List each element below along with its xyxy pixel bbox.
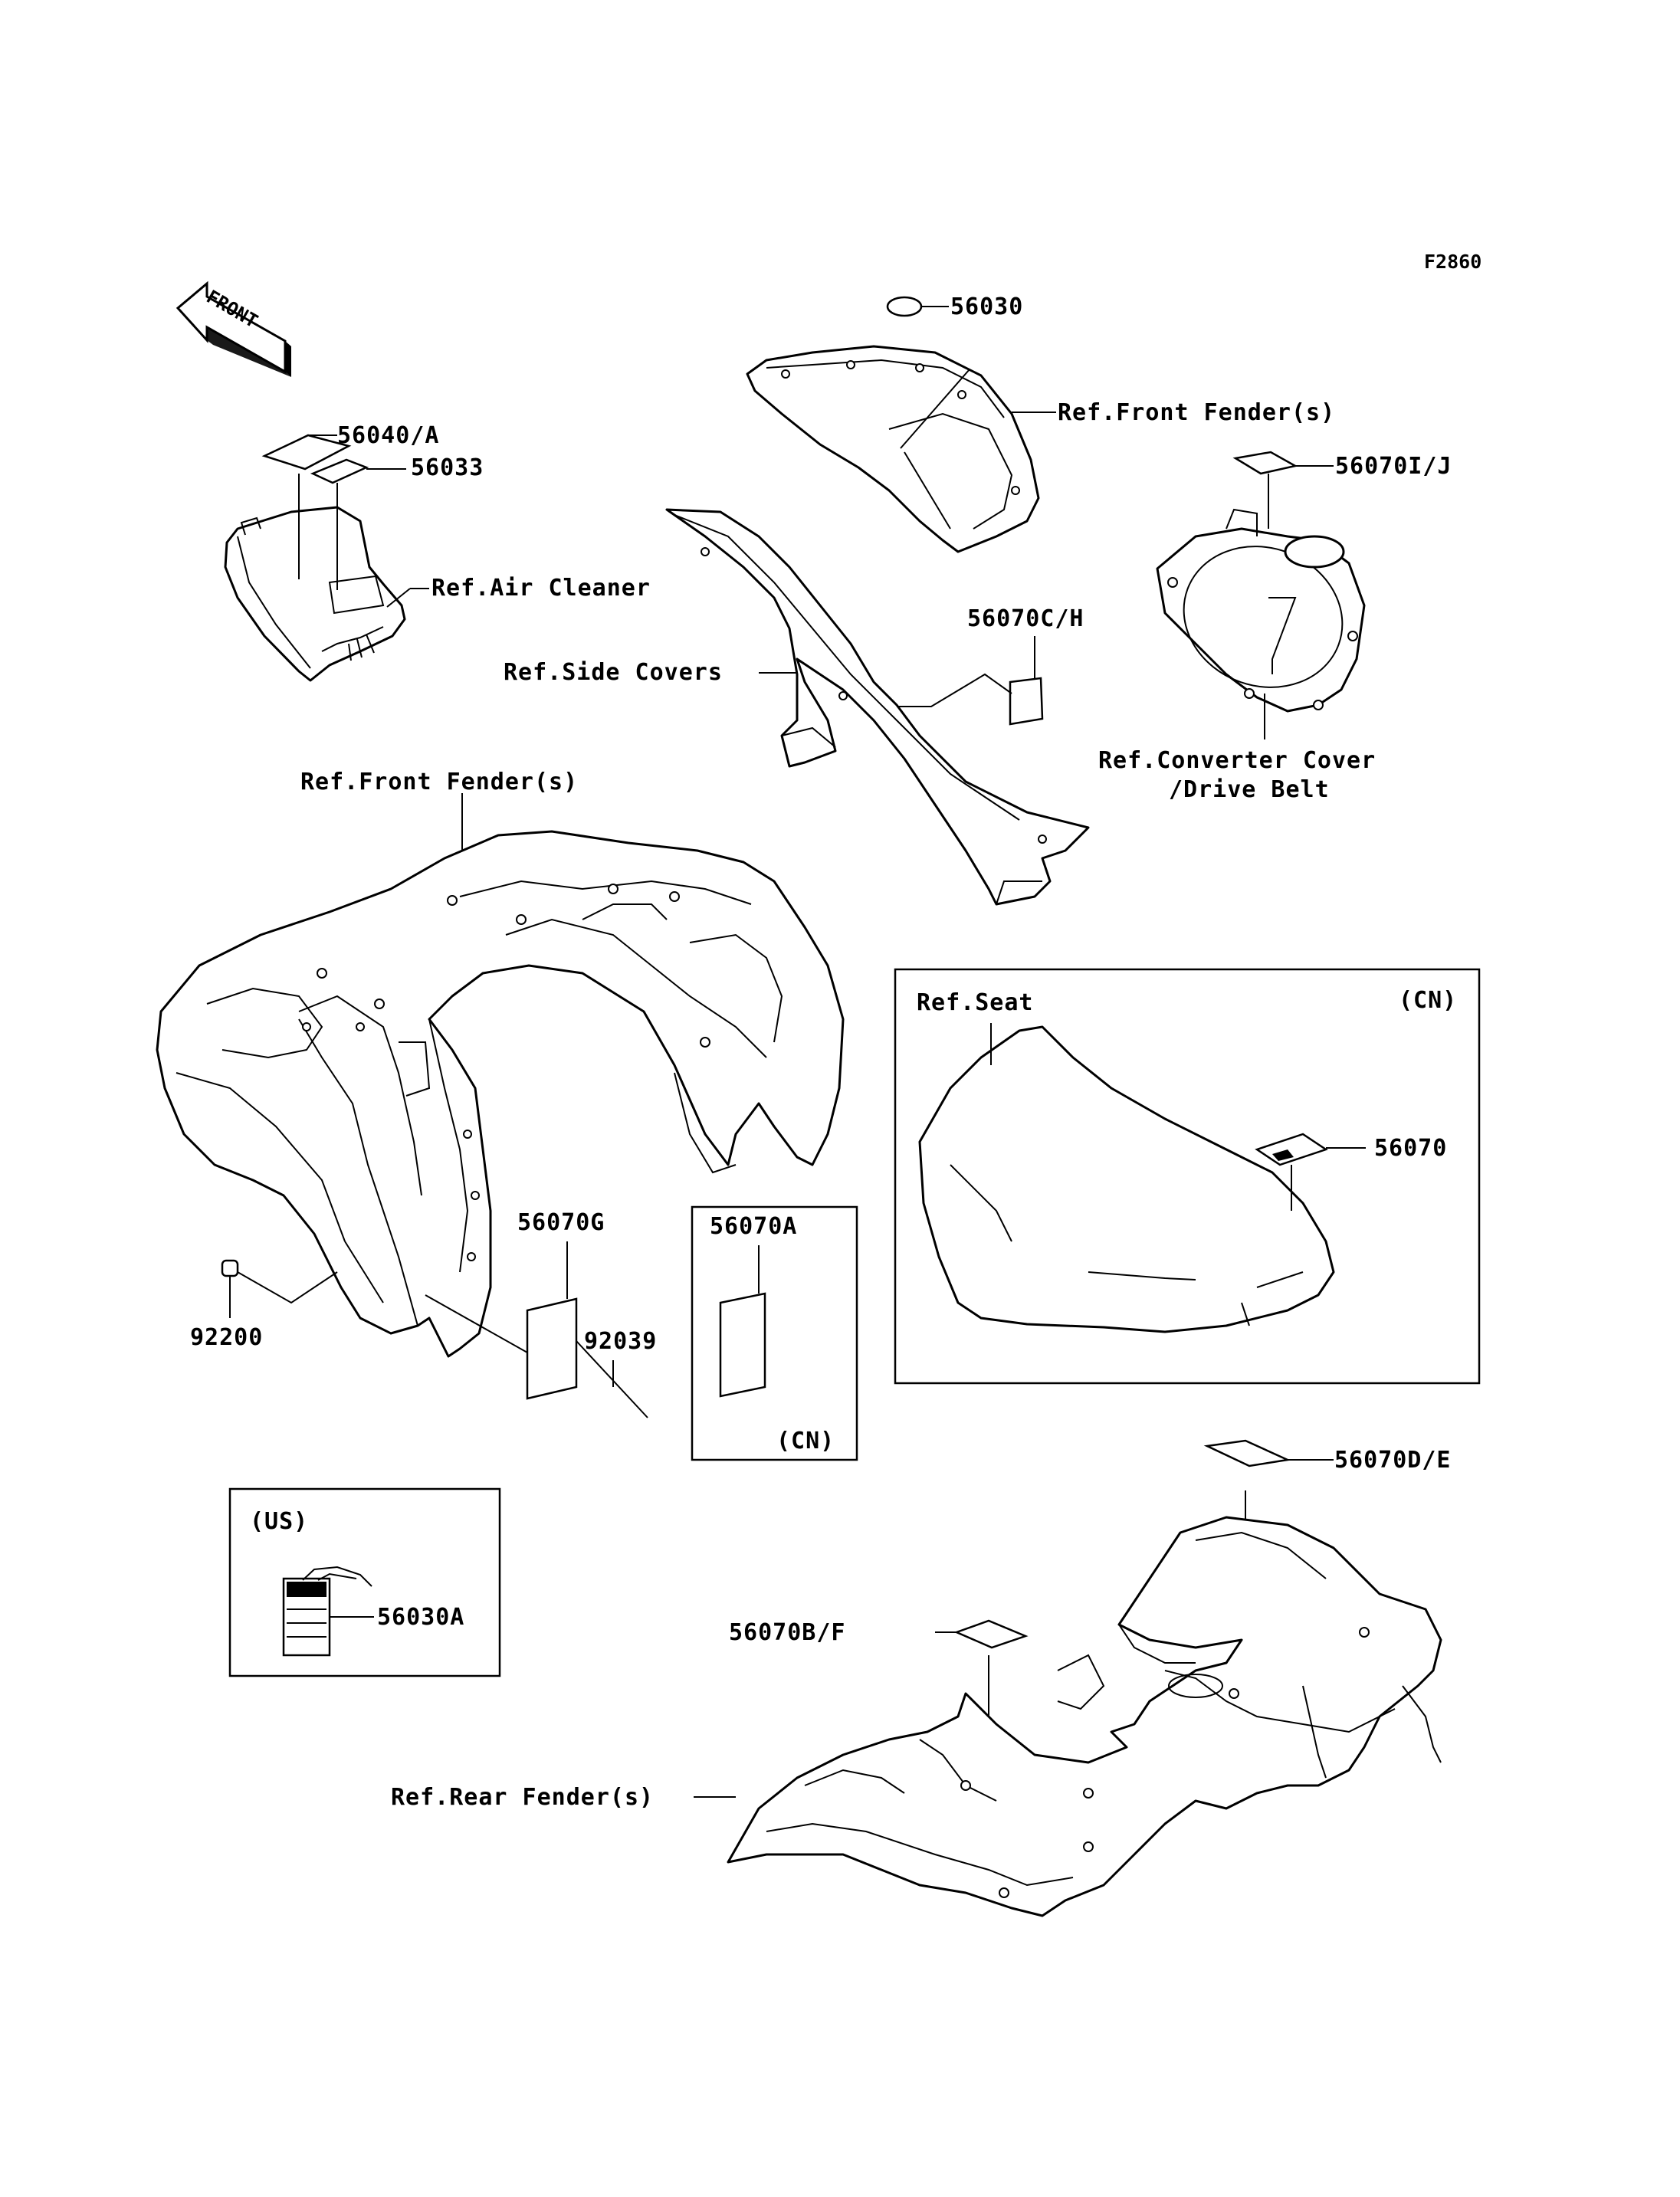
diagram-code: F2860 (1424, 251, 1481, 273)
label-56033: 56033 (411, 454, 484, 481)
converter-cover-part (1156, 527, 1366, 713)
rear-fender-group (694, 1439, 1442, 1917)
rear-fender-part (727, 1516, 1442, 1917)
box-us (228, 1487, 501, 1677)
label-56070ij: 56070I/J (1335, 453, 1452, 480)
label-92039: 92039 (584, 1328, 657, 1355)
label-ref-converter-cover: Ref.Converter Cover (1098, 747, 1376, 774)
front-direction-arrow-icon: FRONT (176, 280, 291, 377)
converter-cover-group (1156, 451, 1366, 739)
clip-92200 (221, 1259, 338, 1318)
front-fender-top-part (746, 345, 1040, 553)
label-56040a: 56040/A (337, 422, 439, 449)
label-us: (US) (250, 1508, 308, 1535)
seat-part (918, 1025, 1335, 1333)
label-cn-56070a: (CN) (776, 1428, 835, 1454)
label-56070g: 56070G (517, 1209, 605, 1236)
label-cn-seat: (CN) (1399, 987, 1457, 1014)
decal-56070g-group (425, 1241, 648, 1418)
label-ref-front-fender-top: Ref.Front Fender(s) (1058, 399, 1335, 426)
label-ref-rear-fender: Ref.Rear Fender(s) (391, 1784, 654, 1811)
decal-56070 (1255, 1133, 1328, 1166)
air-cleaner-group (224, 434, 429, 682)
air-cleaner-body (224, 506, 406, 682)
label-56030a: 56030A (377, 1604, 464, 1631)
decal-56070bf (953, 1619, 1029, 1649)
decal-56070ij (1232, 451, 1298, 475)
label-56030: 56030 (950, 293, 1023, 320)
label-ref-drive-belt: /Drive Belt (1169, 776, 1330, 803)
front-fender-top-group (746, 296, 1056, 553)
label-56070a: 56070A (710, 1213, 797, 1240)
decal-56040a (261, 434, 352, 471)
side-covers-part (665, 508, 1090, 906)
label-ref-side-covers: Ref.Side Covers (504, 659, 723, 686)
box-seat (894, 968, 1481, 1385)
label-56070: 56070 (1374, 1135, 1447, 1162)
label-ref-air-cleaner: Ref.Air Cleaner (431, 575, 651, 602)
decal-56030 (886, 296, 923, 317)
label-56070ch: 56070C/H (967, 605, 1084, 632)
label-56070de: 56070D/E (1334, 1447, 1452, 1474)
decal-56070ch (1009, 677, 1044, 726)
decal-56070a (719, 1292, 766, 1398)
decal-56070de (1203, 1439, 1291, 1467)
label-92200: 92200 (190, 1324, 263, 1351)
label-ref-front-fender-main: Ref.Front Fender(s) (300, 769, 578, 795)
side-covers-group (665, 508, 1090, 906)
front-fender-main-group (156, 793, 845, 1358)
decal-56033 (310, 458, 369, 484)
label-56070bf: 56070B/F (729, 1619, 846, 1646)
decal-56070g (526, 1297, 578, 1400)
front-fender-main-part (156, 830, 845, 1358)
box-56070a (691, 1205, 858, 1461)
label-ref-seat: Ref.Seat (917, 989, 1034, 1016)
